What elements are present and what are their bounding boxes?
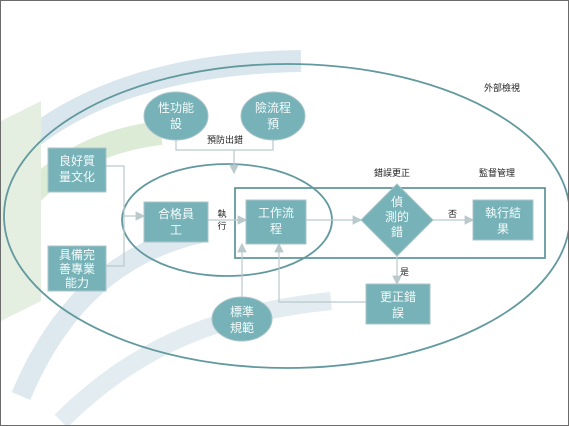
node-function-design [143, 91, 209, 141]
text-detection-l2: 測的 [385, 209, 409, 224]
text-work-process-l1: 工作流 [258, 206, 294, 220]
label-yes: 是 [400, 267, 409, 278]
text-quality-culture-l1: 良好質 [59, 153, 95, 168]
node-correct-error [365, 283, 431, 325]
text-qualified-staff: 合格員工 [158, 206, 194, 237]
text-correct-error-l1: 更正錯 [380, 289, 416, 304]
node-qualified-staff [143, 201, 209, 243]
text-professional-skills-l1: 具備完 [59, 247, 95, 262]
node-standard-spec [211, 296, 273, 342]
node-process-risk [240, 91, 306, 141]
text-qualified-staff-l1: 合格員 [158, 206, 194, 221]
text-standard-spec-l1: 標準 [230, 304, 254, 319]
label-prevent-errors: 預防出錯 [207, 134, 243, 146]
text-quality-culture: 良好質量文化 [59, 153, 95, 184]
text-work-process-l2: 程 [270, 221, 282, 236]
text-process-risk-l2: 預 [267, 117, 279, 131]
node-professional-skills [47, 245, 107, 292]
node-work-process [245, 199, 307, 245]
text-process-risk-l1: 險流程 [255, 100, 291, 115]
node-execution-result [472, 199, 534, 241]
text-work-process: 工作流程 [258, 206, 294, 236]
label-error-correction: 錯誤更正 [374, 167, 410, 179]
text-correct-error-l2: 誤 [392, 305, 404, 320]
text-function-design-l2: 設 [170, 116, 182, 131]
text-execution-result-l1: 執行結 [485, 206, 521, 220]
label-supervision-management: 監督管理 [479, 167, 515, 179]
text-standard-spec: 標準規範 [230, 304, 254, 335]
text-correct-error: 更正錯誤 [380, 289, 416, 320]
text-detection: 偵測的錯 [385, 195, 409, 239]
text-professional-skills-l3: 能力 [65, 276, 89, 290]
outer-ellipse [3, 63, 568, 369]
label-no: 否 [448, 209, 457, 220]
supervision-frame [234, 187, 546, 259]
label-external-monitoring: 外部檢視 [484, 82, 520, 94]
text-standard-spec-l2: 規範 [230, 320, 254, 335]
text-function-design-l1: 性功能 [158, 101, 194, 115]
text-professional-skills: 具備完善專業能力 [59, 247, 95, 290]
text-execution-result: 執行結果 [485, 206, 521, 236]
node-quality-culture [47, 147, 107, 193]
text-professional-skills-l2: 善專業 [59, 261, 95, 276]
text-process-risk: 險流程預 [255, 100, 291, 131]
text-qualified-staff-l2: 工 [170, 223, 182, 237]
connectors [106, 136, 475, 303]
text-quality-culture-l2: 量文化 [59, 169, 95, 184]
text-execution-result-l2: 果 [497, 222, 509, 236]
node-detection [360, 183, 434, 257]
label-execute-l2: 行 [217, 220, 226, 232]
text-detection-l1: 偵 [391, 195, 403, 209]
label-execute-l1: 執 [217, 208, 226, 220]
text-detection-l3: 錯 [391, 224, 403, 239]
text-function-design: 性功能設 [158, 101, 194, 131]
label-execute: 執行 [217, 208, 226, 232]
